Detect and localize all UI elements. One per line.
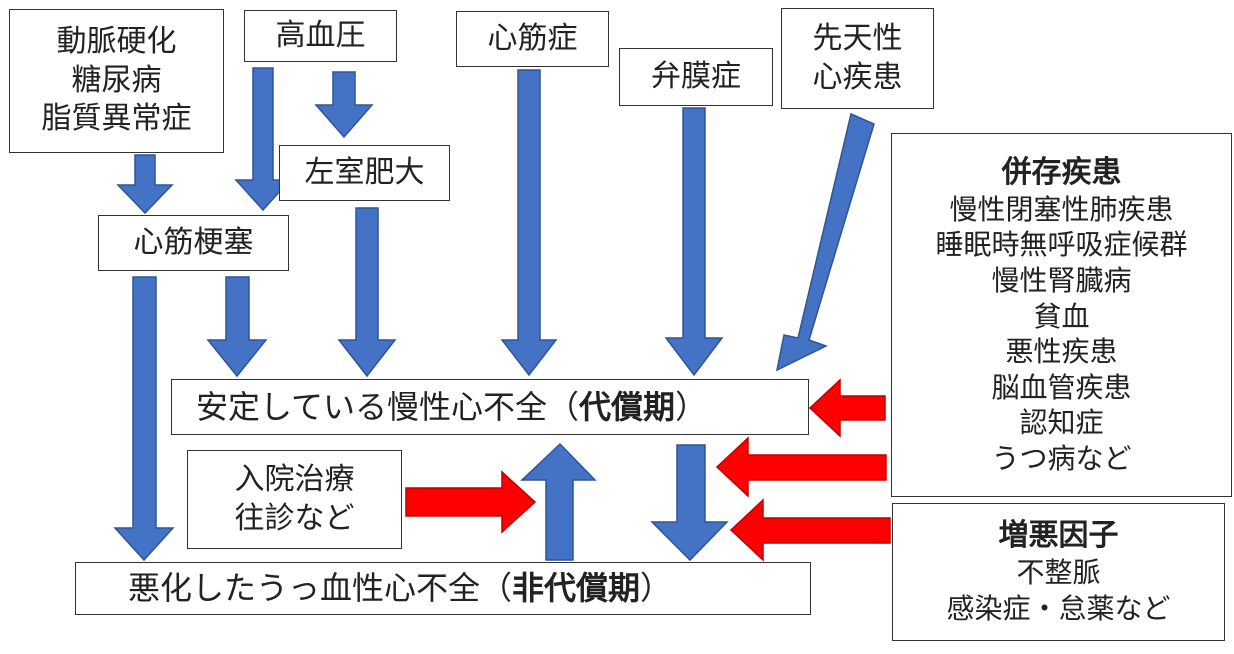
label-decompensated-chf: 悪化したうっ血性心不全（ [128, 569, 513, 608]
arrow-stable-to-decompensated [650, 444, 729, 562]
comorbidity-item: 慢性腎臓病 [991, 263, 1132, 297]
arrow-hospital-to-recovery [405, 470, 537, 534]
label-atherosclerosis: 動脈硬化 [56, 24, 177, 60]
box-cardiomyopathy: 心筋症 [456, 11, 609, 67]
label-hospitalization: 入院治療 [234, 462, 355, 498]
comorbidity-item: 脳血管疾患 [991, 370, 1132, 404]
box-decompensated-chf: 悪化したうっ血性心不全（非代償期） [75, 562, 811, 615]
label-diabetes: 糖尿病 [71, 62, 162, 98]
arrow-athero-to-mi [116, 154, 174, 215]
arrow-htn-to-lvh [314, 71, 374, 139]
arrow-htn-to-mi [234, 67, 292, 212]
label-stable-chf: 安定している慢性心不全（ [196, 387, 580, 426]
label-compensated: 代償期 [579, 387, 676, 426]
label-valvular: 弁膜症 [651, 58, 741, 94]
arrow-comorbid-to-transition [715, 436, 887, 498]
box-exacerbating-factors: 増悪因子 不整脈 感染症・怠薬など [892, 503, 1225, 641]
comorbidity-item: 睡眠時無呼吸症候群 [935, 228, 1188, 262]
arrow-lvh-to-stable [337, 207, 397, 378]
comorbidity-item: 貧血 [1033, 299, 1090, 333]
box-stable-chf: 安定している慢性心不全（代償期） [171, 379, 809, 435]
label-cardiomyopathy: 心筋症 [487, 20, 578, 56]
label-decompensated-close: ） [640, 569, 673, 608]
label-mi: 心筋梗塞 [133, 224, 254, 260]
arrow-congenital-to-stable [775, 112, 875, 372]
arrow-valve-to-stable [664, 107, 724, 377]
box-hypertension: 高血圧 [244, 10, 397, 62]
box-atherosclerosis: 動脈硬化 糖尿病 脂質異常症 [9, 9, 224, 153]
box-mi: 心筋梗塞 [98, 215, 289, 271]
label-home-visit: 往診など [234, 500, 355, 536]
comorbidity-item: 慢性閉塞性肺疾患 [949, 192, 1174, 226]
arrow-decompensated-to-stable [520, 442, 597, 561]
box-valvular: 弁膜症 [619, 48, 773, 106]
exacerbating-item: 不整脈 [1016, 556, 1101, 590]
comorbidities-title: 併存疾患 [1001, 154, 1122, 190]
exacerbating-title: 増悪因子 [998, 517, 1119, 553]
arrow-comorbid-to-stable [808, 378, 886, 438]
arrow-cm-to-stable [500, 69, 558, 377]
arrow-mi-to-decompensated [113, 276, 175, 562]
arrow-mi-to-stable [206, 276, 268, 378]
box-comorbidities: 併存疾患 慢性閉塞性肺疾患 睡眠時無呼吸症候群 慢性腎臓病 貧血 悪性疾患 脳血… [891, 133, 1232, 497]
comorbidity-item: 悪性疾患 [1005, 335, 1118, 369]
label-dyslipidemia: 脂質異常症 [41, 101, 192, 137]
label-stable-close: ） [675, 387, 708, 426]
label-congenital-2: 心疾患 [812, 59, 903, 95]
label-congenital-1: 先天性 [812, 21, 903, 57]
box-congenital: 先天性 心疾患 [781, 8, 934, 109]
comorbidity-item: 認知症 [1019, 406, 1104, 440]
exacerbating-item: 感染症・怠薬など [946, 592, 1171, 626]
box-hospitalization: 入院治療 往診など [187, 450, 402, 549]
comorbidity-item: うつ病など [991, 441, 1132, 475]
box-lvh: 左室肥大 [279, 145, 450, 201]
arrow-exacerbating-to-transition [729, 498, 891, 562]
label-hypertension: 高血圧 [275, 17, 366, 53]
label-decompensated: 非代償期 [512, 569, 641, 608]
label-lvh: 左室肥大 [304, 154, 425, 190]
